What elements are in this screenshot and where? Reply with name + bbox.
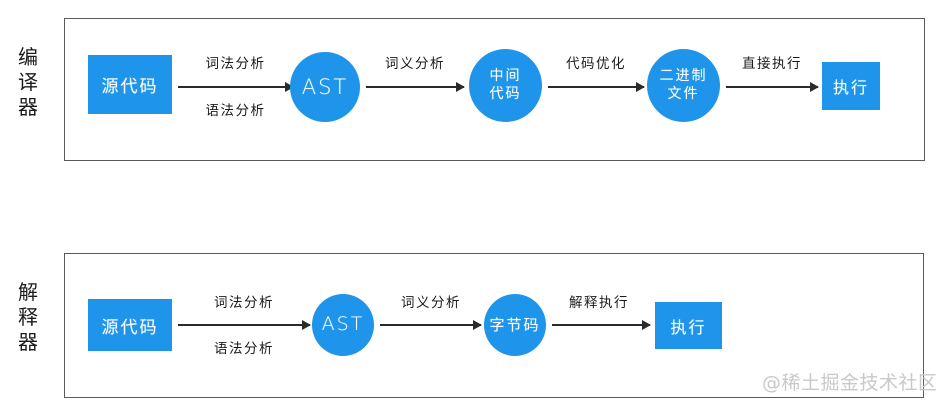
- interpreter-node-source-code: 源代码: [88, 299, 172, 351]
- interpreter-node-execute-label: 执行: [670, 317, 707, 337]
- compiler-node-ast-label: AST: [301, 74, 349, 99]
- interpreter-node-source-code-label: 源代码: [101, 317, 159, 338]
- interpreter-arrow-semantic-label: 词义分析: [401, 295, 461, 311]
- interpreter-label-char-1: 解: [18, 280, 38, 304]
- compiler-arrow-optimize: [548, 86, 644, 88]
- compiler-arrow-optimize-label: 代码优化: [566, 56, 626, 72]
- compiler-node-execute-label: 执行: [832, 78, 869, 97]
- compiler-arrow-direct-execute-label: 直接执行: [742, 56, 802, 72]
- interpreter-label-char-2: 释: [18, 305, 38, 329]
- interpreter-section-label: 解 释 器: [8, 280, 48, 355]
- interpreter-arrow-lexical-syntax: [178, 324, 310, 326]
- compiler-node-binary-file-line-2: 文件: [667, 85, 700, 102]
- compiler-node-intermediate-code-line-1: 中间: [489, 68, 522, 84]
- interpreter-node-ast: AST: [312, 294, 374, 356]
- compiler-node-binary-file-line-1: 二进制: [659, 68, 708, 84]
- compiler-label-char-2: 译: [18, 70, 38, 94]
- compiler-node-execute: 执行: [822, 62, 880, 110]
- interpreter-node-bytecode-label: 字节码: [489, 315, 541, 334]
- interpreter-arrow-interpret-execute-label: 解释执行: [569, 295, 629, 311]
- compiler-node-intermediate-code-line-2: 代码: [489, 85, 522, 102]
- interpreter-node-ast-label: AST: [321, 313, 365, 336]
- interpreter-arrow-lexical-syntax-label-below: 语法分析: [214, 341, 274, 357]
- compiler-arrow-lexical-syntax-label-below: 语法分析: [205, 103, 266, 119]
- compiler-node-intermediate-code: 中间 代码: [469, 49, 542, 122]
- compiler-node-source-code: 源代码: [88, 55, 172, 114]
- compiler-node-ast: AST: [290, 52, 360, 122]
- interpreter-arrow-semantic: [380, 324, 481, 326]
- compiler-arrow-semantic: [366, 86, 464, 88]
- compiler-arrow-lexical-syntax-label-above: 词法分析: [205, 56, 266, 72]
- interpreter-label-char-3: 器: [18, 330, 38, 354]
- compiler-arrow-direct-execute: [726, 86, 818, 88]
- interpreter-arrow-lexical-syntax-label-above: 词法分析: [214, 295, 274, 311]
- compiler-node-source-code-label: 源代码: [101, 77, 159, 97]
- compiler-arrow-lexical-syntax: [178, 86, 293, 88]
- compiler-node-binary-file: 二进制 文件: [647, 49, 720, 122]
- compiler-arrow-semantic-label: 词义分析: [385, 56, 445, 72]
- interpreter-arrow-interpret-execute: [552, 324, 650, 326]
- compiler-label-char-3: 器: [18, 95, 38, 119]
- compiler-section-label: 编 译 器: [8, 45, 48, 120]
- compiler-label-char-1: 编: [18, 45, 38, 69]
- watermark-text: @稀土掘金技术社区: [762, 372, 938, 394]
- interpreter-node-execute: 执行: [655, 302, 722, 349]
- interpreter-node-bytecode: 字节码: [484, 294, 546, 356]
